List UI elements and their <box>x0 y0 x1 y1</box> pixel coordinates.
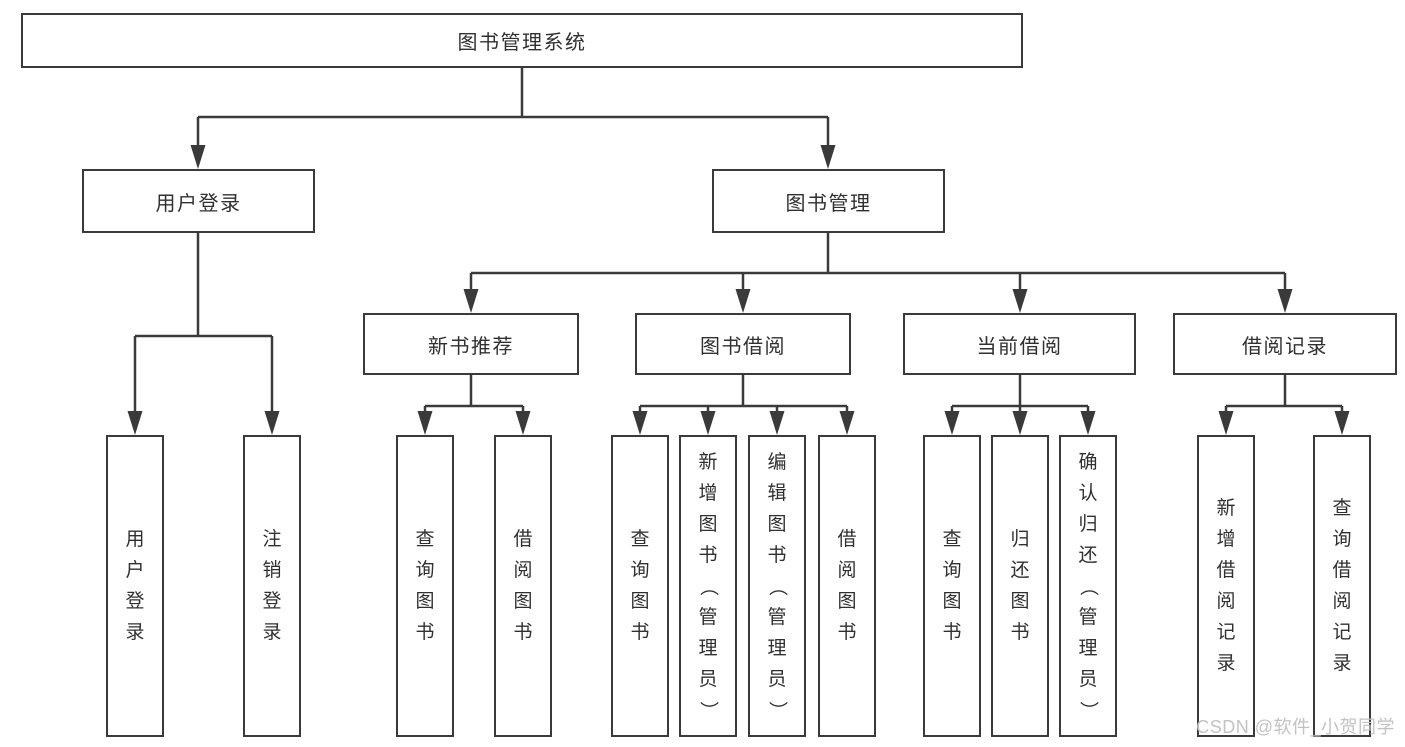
leaf-query-books-borrow: 查询图书 <box>611 435 669 737</box>
node-root-library-system: 图书管理系统 <box>21 13 1023 68</box>
vertical-label-char: 书 <box>767 544 787 566</box>
vertical-label-char: 员 <box>767 668 787 690</box>
leaf-edit-book-admin: 编辑图书 （ 管理员 ） <box>748 435 806 737</box>
vertical-label-char: 理 <box>767 637 787 659</box>
node-user-login: 用户登录 <box>82 169 315 233</box>
node-new-book-recommend: 新书推荐 <box>363 313 579 375</box>
vertical-label-char: 新 <box>1216 498 1236 519</box>
vertical-label-char: ） <box>766 700 788 720</box>
vertical-label-char: 书 <box>630 622 650 643</box>
vertical-label-char: 借 <box>1332 560 1352 581</box>
vertical-label-char: （ <box>1077 576 1099 596</box>
vertical-label-char: 询 <box>1332 529 1352 550</box>
vertical-label-char: ） <box>1077 700 1099 720</box>
vertical-label-char: 增 <box>1216 529 1236 550</box>
vertical-label-char: 书 <box>698 544 718 566</box>
vertical-label-char: ） <box>697 700 719 720</box>
vertical-label-char: 员 <box>1078 668 1098 690</box>
vertical-label-char: 阅 <box>1216 591 1236 612</box>
csdn-watermark: CSDN @软件_小贺同学 <box>1196 717 1395 737</box>
vertical-label-char: 借 <box>513 529 533 550</box>
vertical-label-char: 图 <box>837 591 857 612</box>
leaf-add-book-admin: 新增图书 （ 管理员 ） <box>679 435 737 737</box>
vertical-label-char: 图 <box>513 591 533 612</box>
leaf-borrow-books-recommend: 借阅图书 <box>494 435 552 737</box>
vertical-label-char: 借 <box>1216 560 1236 581</box>
vertical-label-char: 查 <box>942 529 962 550</box>
vertical-label-char: 登 <box>125 591 145 612</box>
vertical-label-char: 用 <box>125 529 145 550</box>
vertical-label-char: 认 <box>1078 482 1098 504</box>
vertical-label-char: 还 <box>1078 544 1098 566</box>
vertical-label-char: 阅 <box>837 560 857 581</box>
node-book-borrow: 图书借阅 <box>635 313 851 375</box>
vertical-label-char: 录 <box>1216 653 1236 674</box>
node-book-management: 图书管理 <box>712 169 945 233</box>
vertical-label-char: 图 <box>1010 591 1030 612</box>
vertical-label-char: 书 <box>942 622 962 643</box>
vertical-label-char: 注 <box>262 529 282 550</box>
node-borrow-records: 借阅记录 <box>1173 313 1397 375</box>
vertical-label-char: 编 <box>767 451 787 473</box>
leaf-query-books-current: 查询图书 <box>923 435 981 737</box>
vertical-label-char: 归 <box>1010 529 1030 550</box>
vertical-label-char: 员 <box>698 668 718 690</box>
leaf-add-borrow-record: 新增借阅记录 <box>1197 435 1255 737</box>
leaf-user-login: 用户登录 <box>106 435 164 737</box>
vertical-label-char: 询 <box>415 560 435 581</box>
vertical-label-char: 书 <box>513 622 533 643</box>
vertical-label-char: 登 <box>262 591 282 612</box>
vertical-label-char: 辑 <box>767 482 787 504</box>
vertical-label-char: 增 <box>698 482 718 504</box>
leaf-borrow-books: 借阅图书 <box>818 435 876 737</box>
vertical-label-char: 记 <box>1216 622 1236 643</box>
vertical-label-char: 录 <box>125 622 145 643</box>
vertical-label-char: 查 <box>1332 498 1352 519</box>
vertical-label-char: 还 <box>1010 560 1030 581</box>
leaf-query-borrow-record: 查询借阅记录 <box>1313 435 1371 737</box>
vertical-label-char: 录 <box>1332 653 1352 674</box>
leaf-query-books-recommend: 查询图书 <box>396 435 454 737</box>
vertical-label-char: 录 <box>262 622 282 643</box>
vertical-label-char: （ <box>697 576 719 596</box>
vertical-label-char: 图 <box>942 591 962 612</box>
vertical-label-char: 询 <box>630 560 650 581</box>
node-current-borrow: 当前借阅 <box>903 313 1136 375</box>
vertical-label-char: 户 <box>125 560 145 581</box>
vertical-label-char: 归 <box>1078 513 1098 535</box>
vertical-label-char: 查 <box>630 529 650 550</box>
vertical-label-char: 书 <box>837 622 857 643</box>
leaf-logout: 注销登录 <box>243 435 301 737</box>
vertical-label-char: 阅 <box>513 560 533 581</box>
vertical-label-char: 理 <box>1078 637 1098 659</box>
vertical-label-char: 图 <box>767 513 787 535</box>
vertical-label-char: 书 <box>415 622 435 643</box>
vertical-label-char: 借 <box>837 529 857 550</box>
vertical-label-char: 书 <box>1010 622 1030 643</box>
vertical-label-char: 管 <box>698 606 718 628</box>
vertical-label-char: 阅 <box>1332 591 1352 612</box>
leaf-confirm-return-admin: 确认归还 （ 管理员 ） <box>1059 435 1117 737</box>
vertical-label-char: 销 <box>262 560 282 581</box>
vertical-label-char: 图 <box>415 591 435 612</box>
leaf-return-book: 归还图书 <box>991 435 1049 737</box>
vertical-label-char: 确 <box>1078 451 1098 473</box>
vertical-label-char: 图 <box>630 591 650 612</box>
vertical-label-char: 管 <box>767 606 787 628</box>
vertical-label-char: 查 <box>415 529 435 550</box>
vertical-label-char: 新 <box>698 451 718 473</box>
vertical-label-char: 理 <box>698 637 718 659</box>
vertical-label-char: 图 <box>698 513 718 535</box>
vertical-label-char: 管 <box>1078 606 1098 628</box>
vertical-label-char: 询 <box>942 560 962 581</box>
vertical-label-char: （ <box>766 576 788 596</box>
vertical-label-char: 记 <box>1332 622 1352 643</box>
